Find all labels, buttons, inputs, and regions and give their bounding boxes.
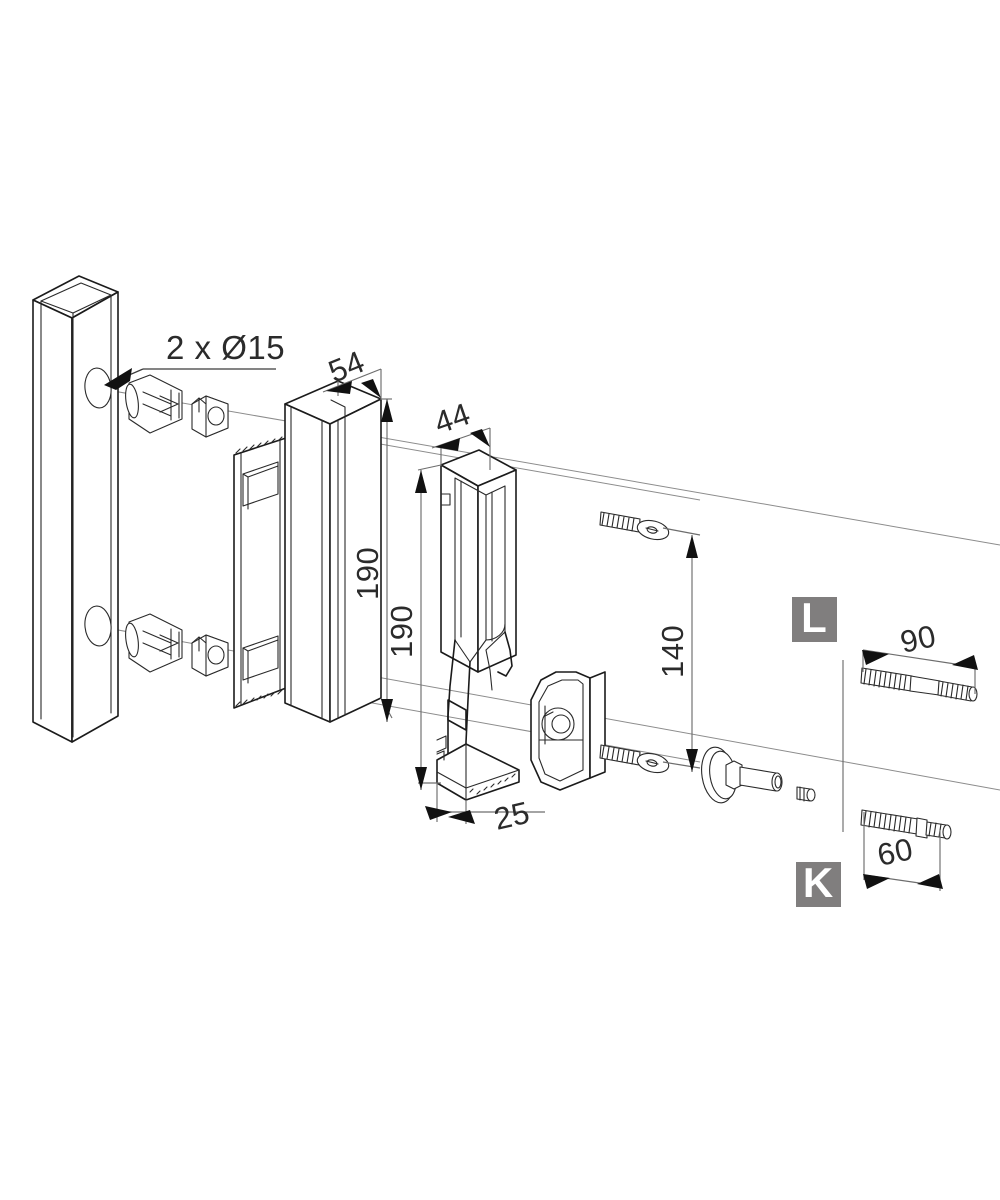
dim-140-label: 140 bbox=[655, 625, 690, 678]
hole-callout: 2 x Ø15 bbox=[104, 329, 285, 390]
badge-k-box bbox=[796, 862, 841, 907]
latch-body bbox=[436, 449, 520, 801]
dim-60: 60 bbox=[863, 812, 943, 891]
dim-140: 140 bbox=[655, 527, 701, 772]
square-post bbox=[32, 275, 119, 743]
anchor-lower bbox=[125, 613, 183, 673]
badge-l: L bbox=[792, 594, 837, 642]
nut-block-lower bbox=[191, 634, 229, 677]
dim-190b-label: 190 bbox=[384, 605, 419, 658]
badge-l-label: L bbox=[801, 594, 827, 641]
stud-short bbox=[860, 809, 952, 840]
badge-k: K bbox=[796, 859, 841, 907]
dim-25: 25 bbox=[425, 783, 545, 837]
anchor-upper bbox=[125, 374, 183, 434]
stud-long bbox=[860, 667, 978, 702]
dim-190b: 190 bbox=[384, 464, 442, 790]
dim-90: 90 bbox=[862, 618, 978, 694]
badge-k-label: K bbox=[803, 859, 833, 906]
dim-60-label: 60 bbox=[874, 831, 916, 873]
dim-90-label: 90 bbox=[897, 618, 939, 660]
badge-l-box bbox=[792, 597, 837, 642]
screw-upper bbox=[599, 511, 670, 541]
dim-44-label: 44 bbox=[430, 396, 475, 441]
hole-callout-label: 2 x Ø15 bbox=[166, 329, 285, 366]
dim-190a: 190 bbox=[350, 398, 393, 722]
dim-190a-label: 190 bbox=[350, 547, 385, 600]
screw-lower bbox=[599, 744, 670, 774]
keep-plate bbox=[530, 671, 606, 791]
nut-block-upper bbox=[191, 395, 229, 438]
handle-spindle bbox=[701, 746, 816, 804]
dim-25-label: 25 bbox=[491, 795, 533, 837]
